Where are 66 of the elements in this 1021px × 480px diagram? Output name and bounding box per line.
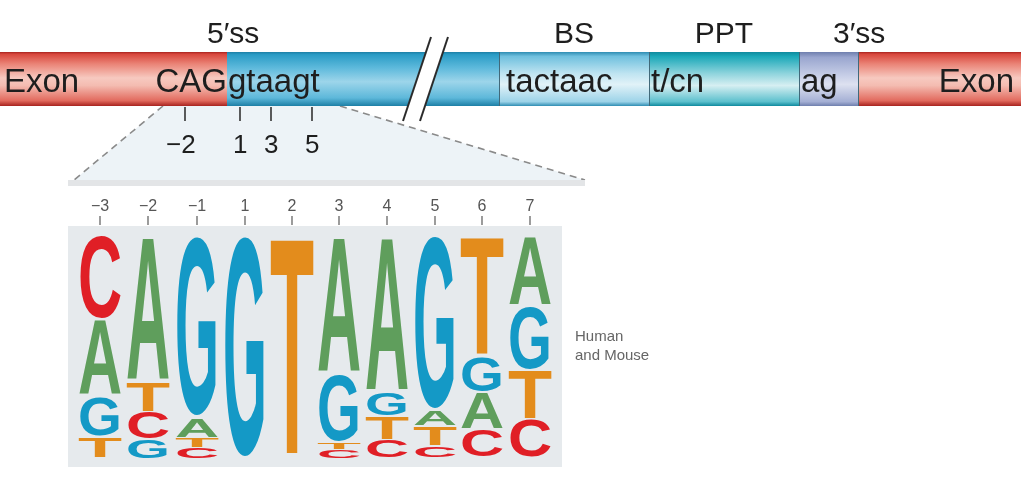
nucleotide-letter: G — [223, 237, 267, 458]
nucleotide-letter: T — [126, 383, 171, 412]
nucleotide-letter: G — [460, 357, 504, 392]
sequence-text: gtaagt — [228, 62, 320, 100]
position-number: 3 — [334, 198, 344, 214]
nucleotide-letter: G — [126, 440, 170, 458]
nucleotide-letter: C — [175, 448, 220, 458]
nucleotide-letter: C — [78, 237, 123, 319]
nucleotide-letter: G — [78, 397, 122, 436]
dashed-line — [339, 105, 586, 181]
nucleotide-letter: T — [413, 426, 458, 445]
nucleotide-letter: C — [460, 430, 505, 457]
nucleotide-letter: C — [365, 440, 410, 457]
sequence-text: t/cn — [651, 62, 705, 100]
nucleotide-letter: G — [175, 237, 219, 417]
nucleotide-letter: G — [317, 375, 361, 441]
node-label: Human and Mouse — [575, 326, 651, 364]
splice-site-label: 3′ss — [833, 18, 886, 48]
nucleotide-letter: C — [126, 413, 171, 439]
position-number: 1 — [233, 131, 248, 157]
nucleotide-letter: A — [317, 237, 362, 374]
nucleotide-letter: G — [365, 393, 409, 416]
nucleotide-letter: A — [508, 237, 553, 306]
nucleotide-letter: C — [317, 450, 362, 458]
exon-segment — [858, 52, 1021, 106]
nucleotide-letter: T — [460, 237, 505, 356]
nucleotide-letter: G — [508, 307, 552, 369]
position-number: 4 — [382, 198, 392, 214]
position-number: −1 — [188, 198, 207, 214]
nucleotide-letter: A — [413, 411, 458, 425]
nucleotide-letter: T — [78, 437, 123, 457]
region-heading: PPT — [694, 18, 754, 48]
nucleotide-letter: A — [460, 393, 505, 429]
motif-segment — [799, 52, 858, 106]
sequence-text: ag — [801, 62, 838, 100]
nucleotide-letter: A — [78, 320, 123, 396]
nucleotide-letter: C — [413, 446, 458, 457]
nucleotide-letter: A — [175, 418, 220, 437]
nucleotide-letter: G — [413, 237, 457, 410]
position-number: −3 — [91, 198, 110, 214]
nucleotide-letter: T — [270, 237, 315, 458]
position-number: 5 — [430, 198, 440, 214]
exon-segment — [0, 52, 227, 106]
nucleotide-letter: T — [365, 417, 410, 439]
splice-site-label: 5′ss — [207, 18, 260, 48]
region-heading: BS — [554, 18, 594, 48]
nucleotide-letter: C — [508, 420, 553, 457]
position-number: 6 — [477, 198, 487, 214]
position-number: −2 — [139, 198, 158, 214]
nucleotide-letter: T — [508, 370, 553, 419]
nucleotide-letter: T — [317, 442, 362, 449]
position-number: 2 — [287, 198, 297, 214]
sequence-text: CAG — [155, 62, 227, 100]
nucleotide-letter: A — [126, 237, 171, 382]
position-number: −2 — [166, 131, 196, 157]
position-number: 7 — [525, 198, 535, 214]
intron-segment — [227, 52, 499, 106]
position-number: 5 — [305, 131, 320, 157]
position-number: 1 — [240, 198, 250, 214]
nucleotide-letter: A — [365, 237, 410, 392]
position-number: 3 — [264, 131, 279, 157]
dashed-line — [73, 105, 164, 181]
segment-label: Exon — [938, 62, 1014, 100]
sequence-text: tactaac — [506, 62, 613, 100]
segment-label: Exon — [4, 62, 80, 100]
nucleotide-letter: T — [175, 438, 220, 447]
